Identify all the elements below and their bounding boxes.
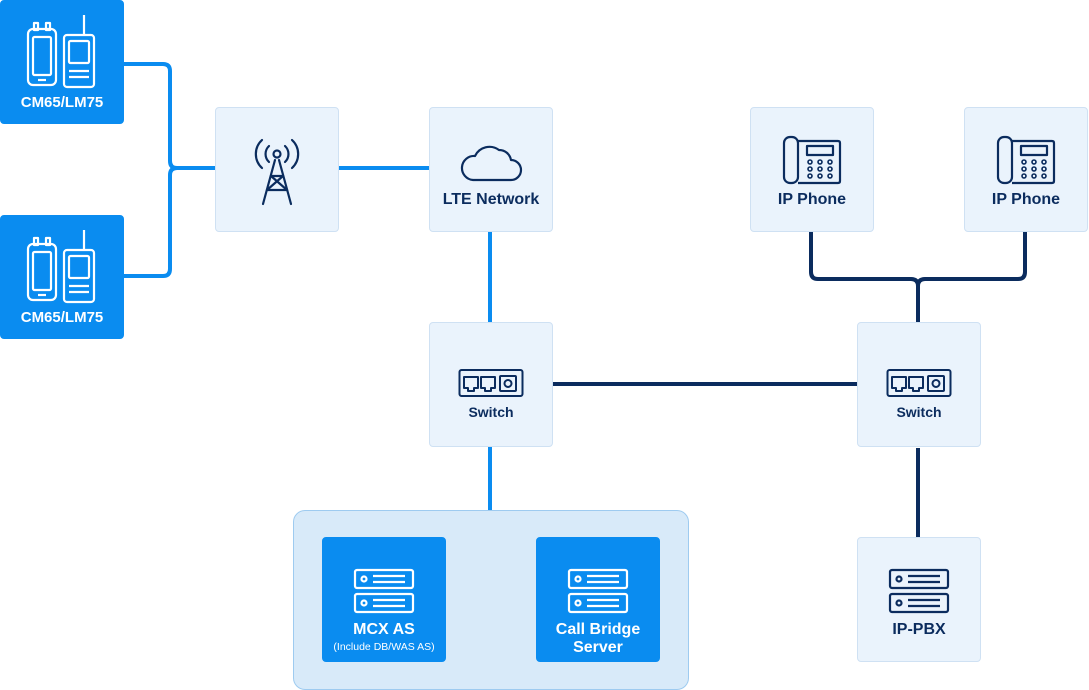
device-label: CM65/LM75: [20, 94, 104, 111]
network-switch-icon: [430, 368, 552, 398]
ip-pbx-node[interactable]: IP-PBX: [857, 537, 981, 662]
device-node-bottom[interactable]: CM65/LM75: [0, 215, 124, 339]
lte-network-label: LTE Network: [442, 191, 540, 208]
call-bridge-label-line2: Server: [573, 639, 623, 656]
server-icon: [537, 568, 659, 616]
ip-phone-node-left[interactable]: IP Phone: [750, 107, 874, 232]
mcx-as-node[interactable]: MCX AS (Include DB/WAS AS): [322, 537, 446, 662]
call-bridge-server-node[interactable]: Call Bridge Server: [536, 537, 660, 662]
mcx-as-subtitle: (Include DB/WAS AS): [333, 641, 435, 653]
switch-label: Switch: [468, 404, 514, 420]
link-device-top-to-tower: [124, 62, 215, 170]
server-icon: [858, 568, 980, 616]
link-device-bottom-to-tower: [124, 166, 178, 278]
cloud-icon: [430, 140, 552, 184]
device-label: CM65/LM75: [20, 309, 104, 326]
call-bridge-label-line1: Call Bridge: [555, 621, 641, 638]
device-node-top[interactable]: CM65/LM75: [0, 0, 124, 124]
ip-phone-node-right[interactable]: IP Phone: [964, 107, 1088, 232]
ip-phone-label: IP Phone: [991, 191, 1061, 208]
server-icon: [323, 568, 445, 616]
switch-node-left[interactable]: Switch: [429, 322, 553, 447]
link-phone-left-to-switch: [809, 232, 920, 287]
ip-pbx-label: IP-PBX: [892, 621, 946, 638]
link-phone-right-to-switch: [916, 232, 1027, 287]
switch-label: Switch: [896, 404, 942, 420]
lte-network-node[interactable]: LTE Network: [429, 107, 553, 232]
tower-node[interactable]: [215, 107, 339, 232]
mobile-devices-icon: [1, 228, 123, 304]
desk-phone-icon: [965, 133, 1087, 185]
ip-phone-label: IP Phone: [777, 191, 847, 208]
cell-tower-icon: [216, 134, 338, 208]
switch-node-right[interactable]: Switch: [857, 322, 981, 447]
network-switch-icon: [858, 368, 980, 398]
mcx-as-title: MCX AS: [353, 621, 415, 638]
mobile-devices-icon: [1, 13, 123, 89]
desk-phone-icon: [751, 133, 873, 185]
